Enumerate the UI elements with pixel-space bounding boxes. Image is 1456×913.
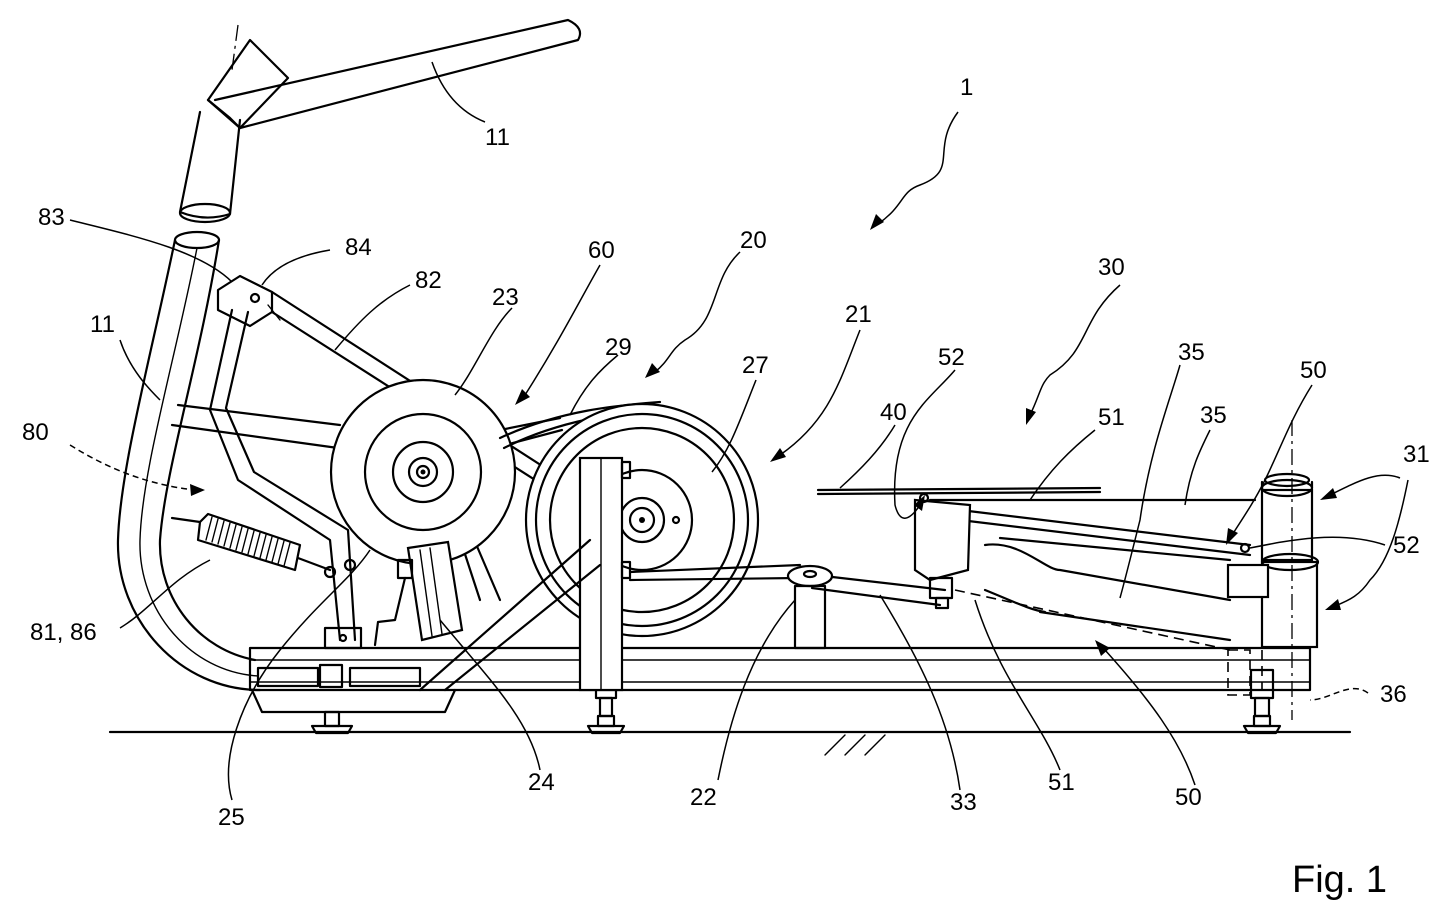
wheel-27 <box>526 404 758 636</box>
ref-label-24: 24 <box>528 769 555 796</box>
ref-label-11-left: 11 <box>90 311 115 338</box>
ref-label-35-right: 35 <box>1200 402 1227 429</box>
ref-label-27: 27 <box>742 352 769 379</box>
ref-label-22: 22 <box>690 784 717 811</box>
ref-label-40: 40 <box>880 399 907 426</box>
wheel-23 <box>331 380 515 564</box>
ref-label-51-lower: 51 <box>1048 769 1075 796</box>
ref-label-84: 84 <box>345 234 372 261</box>
ref-label-23: 23 <box>492 284 519 311</box>
ref-label-1: 1 <box>960 74 973 101</box>
rear-frame-30 <box>915 420 1318 720</box>
ref-label-35-upper: 35 <box>1178 339 1205 366</box>
ref-label-80: 80 <box>22 419 49 446</box>
ref-label-83: 83 <box>38 204 65 231</box>
ref-label-29: 29 <box>605 334 632 361</box>
ref-label-11-top: 11 <box>485 124 510 151</box>
figure-caption: Fig. 1 <box>1292 859 1387 901</box>
ref-label-52-right: 52 <box>1393 532 1420 559</box>
ref-label-82: 82 <box>415 267 442 294</box>
ref-label-50-upper: 50 <box>1300 357 1327 384</box>
spring-81-86 <box>172 514 355 577</box>
ref-label-36: 36 <box>1380 681 1407 708</box>
platform-40 <box>818 488 1100 494</box>
base-frame <box>250 648 1310 733</box>
ref-label-33: 33 <box>950 789 977 816</box>
ref-label-31: 31 <box>1403 441 1430 468</box>
front-post-11 <box>118 232 260 690</box>
ref-label-52-upper: 52 <box>938 344 965 371</box>
ground <box>110 732 1350 755</box>
ref-label-51-upper: 51 <box>1098 404 1125 431</box>
handlebar-11 <box>180 20 580 222</box>
ref-label-25: 25 <box>218 804 245 831</box>
ref-label-60: 60 <box>588 237 615 264</box>
ref-label-81-86: 81, 86 <box>30 619 97 646</box>
ref-label-30: 30 <box>1098 254 1125 281</box>
ref-label-50-lower: 50 <box>1175 784 1202 811</box>
ref-label-20: 20 <box>740 227 767 254</box>
ref-label-21: 21 <box>845 301 872 328</box>
